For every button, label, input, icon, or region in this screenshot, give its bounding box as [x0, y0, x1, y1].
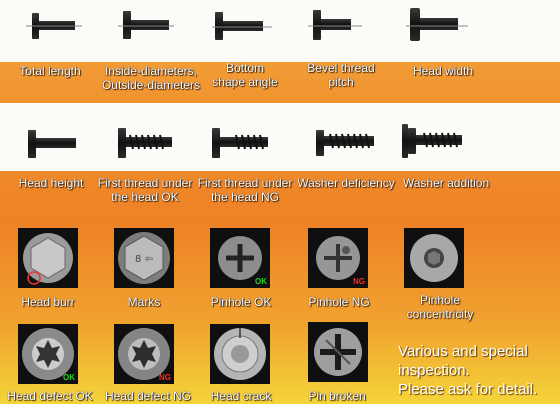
label-head-height: Head height: [18, 176, 84, 190]
screw-first-thread-ng: [212, 128, 268, 158]
note-line-1: Various and special: [398, 343, 528, 360]
screw-bevel-pitch: [308, 10, 362, 40]
socket-head-icon: [410, 234, 458, 282]
label-head-width: Head width: [412, 64, 474, 78]
torx-head-ng-icon: [118, 328, 170, 380]
label-washer-addition: Washer addition: [402, 176, 490, 190]
note-line-2: inspection.: [398, 362, 470, 379]
row2-band: [0, 103, 560, 171]
photo-pin-broken: [308, 322, 368, 382]
svg-text:8 ⇦: 8 ⇦: [135, 254, 153, 265]
label-pinhole-ng: Pinhole NG: [308, 295, 370, 309]
label-head-defect-ng: Head defect NG: [104, 389, 192, 403]
ng-tag: NG: [353, 277, 365, 286]
note-line-3: Please ask for detail.: [398, 381, 538, 398]
photo-pinhole-concentricity: [404, 228, 464, 288]
label-total-length: Total length: [19, 64, 81, 78]
label-marks: Marks: [127, 295, 161, 309]
label-head-defect-ok: Head defect OK: [7, 389, 93, 403]
screw-head-width: [406, 8, 468, 41]
label-head-crack: Head crack: [210, 389, 272, 403]
row1-band: [0, 0, 560, 62]
hex-head-icon: [23, 233, 73, 285]
ok-tag: OK: [63, 373, 75, 382]
label-diameters: Inside-diameters, Outside-diameters: [101, 64, 201, 92]
label-first-thread-ng: First thread under the head NG: [197, 176, 293, 204]
photo-head-crack: [210, 324, 270, 384]
photo-pinhole-ng: NG: [308, 228, 368, 288]
label-head-burr: Head burr: [21, 295, 75, 309]
inspection-note: Various and special inspection. Please a…: [398, 342, 537, 399]
label-bottom-angle: Bottom shape angle: [212, 61, 278, 89]
phillips-broken-icon: [314, 328, 362, 376]
screw-washer-addition: [402, 124, 462, 158]
label-pinhole-concentricity: Pinhole concentricity: [406, 293, 474, 321]
label-first-thread-ok: First thread under the head OK: [97, 176, 193, 204]
label-washer-deficiency: Washer deficiency: [297, 176, 395, 190]
label-bevel-pitch: Bevel thread pitch: [307, 61, 375, 89]
hex-marks-icon: 8 ⇦: [118, 232, 170, 284]
screw-diameters: [118, 11, 174, 39]
ng-tag: NG: [159, 373, 171, 382]
screw-head-height: [28, 130, 76, 158]
phillips-head-icon: [218, 236, 262, 280]
ok-tag: OK: [255, 277, 267, 286]
screw-total-length: [26, 13, 82, 39]
phillips-head-ng-icon: [316, 236, 360, 280]
screw-bottom-angle: [212, 12, 272, 40]
screw-first-thread-ok: [118, 128, 172, 158]
torx-head-icon: [22, 328, 74, 380]
photo-head-burr: [18, 228, 78, 288]
round-head-icon: [214, 328, 266, 380]
photo-head-defect-ng: NG: [114, 324, 174, 384]
label-pinhole-ok: Pinhole OK: [210, 295, 272, 309]
photo-marks: 8 ⇦: [114, 228, 174, 288]
photo-head-defect-ok: OK: [18, 324, 78, 384]
photo-pinhole-ok: OK: [210, 228, 270, 288]
label-pin-broken: Pin broken: [308, 389, 366, 403]
screw-washer-deficiency: [316, 130, 374, 156]
